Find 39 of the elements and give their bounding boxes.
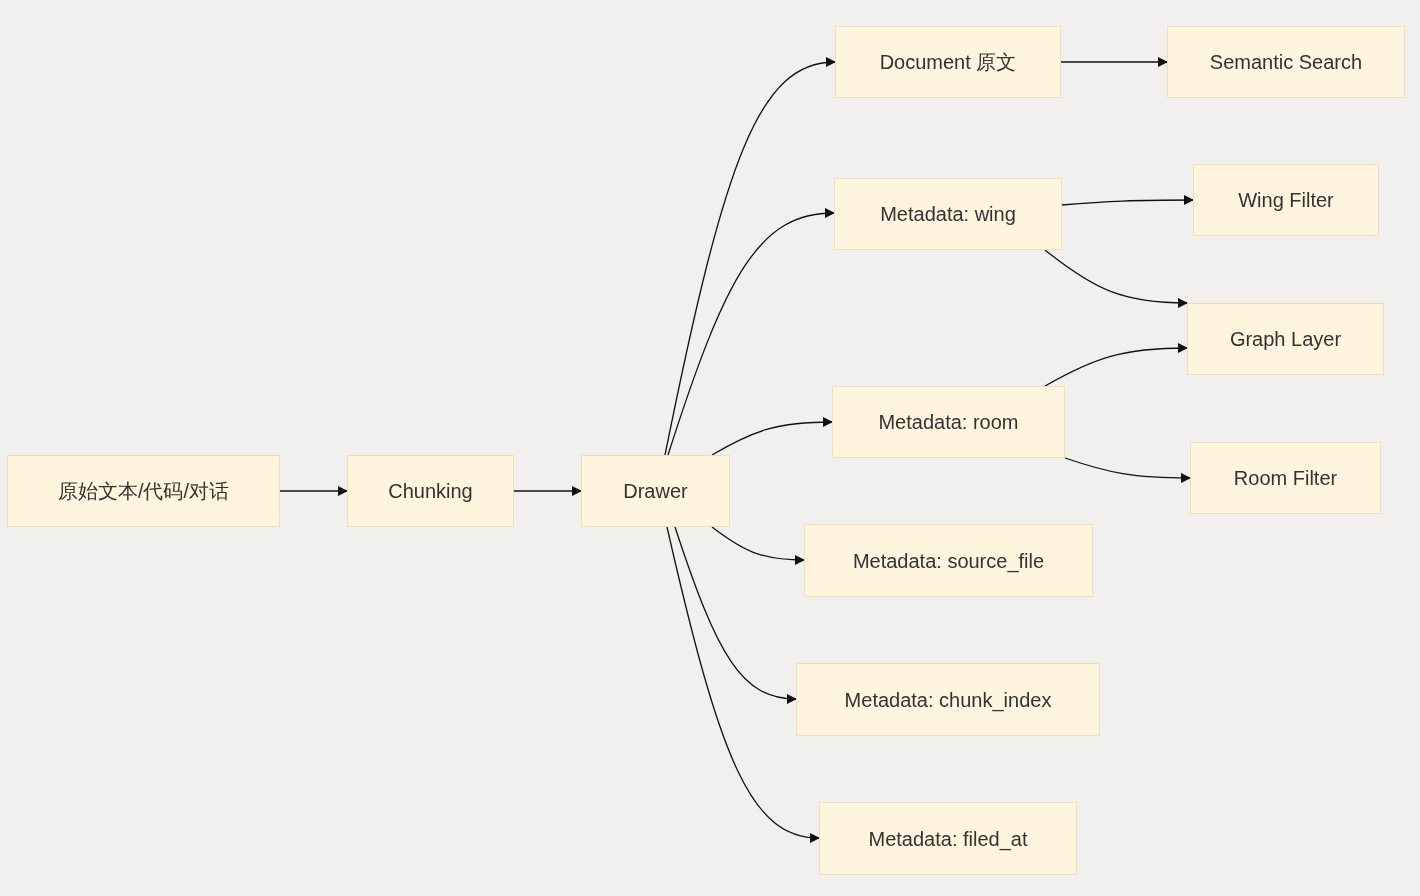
node-label: Graph Layer	[1229, 327, 1342, 352]
process-box	[1193, 164, 1379, 236]
process-box	[7, 455, 280, 527]
arrow	[1060, 56, 1169, 68]
process-box	[832, 386, 1065, 458]
node-label: Metadata: source_file	[852, 548, 1045, 575]
arrow	[667, 208, 836, 456]
process-box	[347, 455, 514, 527]
arrow	[1061, 194, 1195, 206]
process-box	[835, 26, 1061, 98]
process-box	[1187, 303, 1384, 375]
process-box	[819, 802, 1077, 875]
arrow	[1044, 342, 1189, 387]
process-box	[1190, 442, 1381, 514]
arrow	[513, 485, 583, 497]
node-label: Metadata: room	[878, 410, 1019, 435]
arrow	[666, 526, 821, 843]
arrow	[1064, 457, 1192, 484]
node-label: Chunking	[388, 479, 473, 504]
arrow	[664, 57, 837, 456]
arrow	[1044, 249, 1189, 309]
process-box	[581, 455, 730, 527]
process-box	[1167, 26, 1405, 98]
node-label: Document 原文	[879, 50, 1017, 75]
node-label: Metadata: wing	[880, 202, 1016, 227]
arrow	[711, 526, 806, 566]
node-label: Metadata: chunk_index	[844, 687, 1052, 714]
arrow	[674, 526, 798, 704]
arrow	[279, 485, 349, 497]
node-label: 原始文本/代码/对话	[57, 479, 230, 504]
node-label: Room Filter	[1233, 466, 1338, 491]
node-label: Wing Filter	[1238, 188, 1334, 213]
process-box	[834, 178, 1062, 250]
arrow	[711, 416, 834, 456]
node-label: Drawer	[623, 479, 688, 504]
node-label: Metadata: filed_at	[868, 826, 1028, 853]
process-box	[804, 524, 1093, 597]
process-box	[796, 663, 1100, 736]
node-label: Semantic Search	[1209, 50, 1363, 75]
